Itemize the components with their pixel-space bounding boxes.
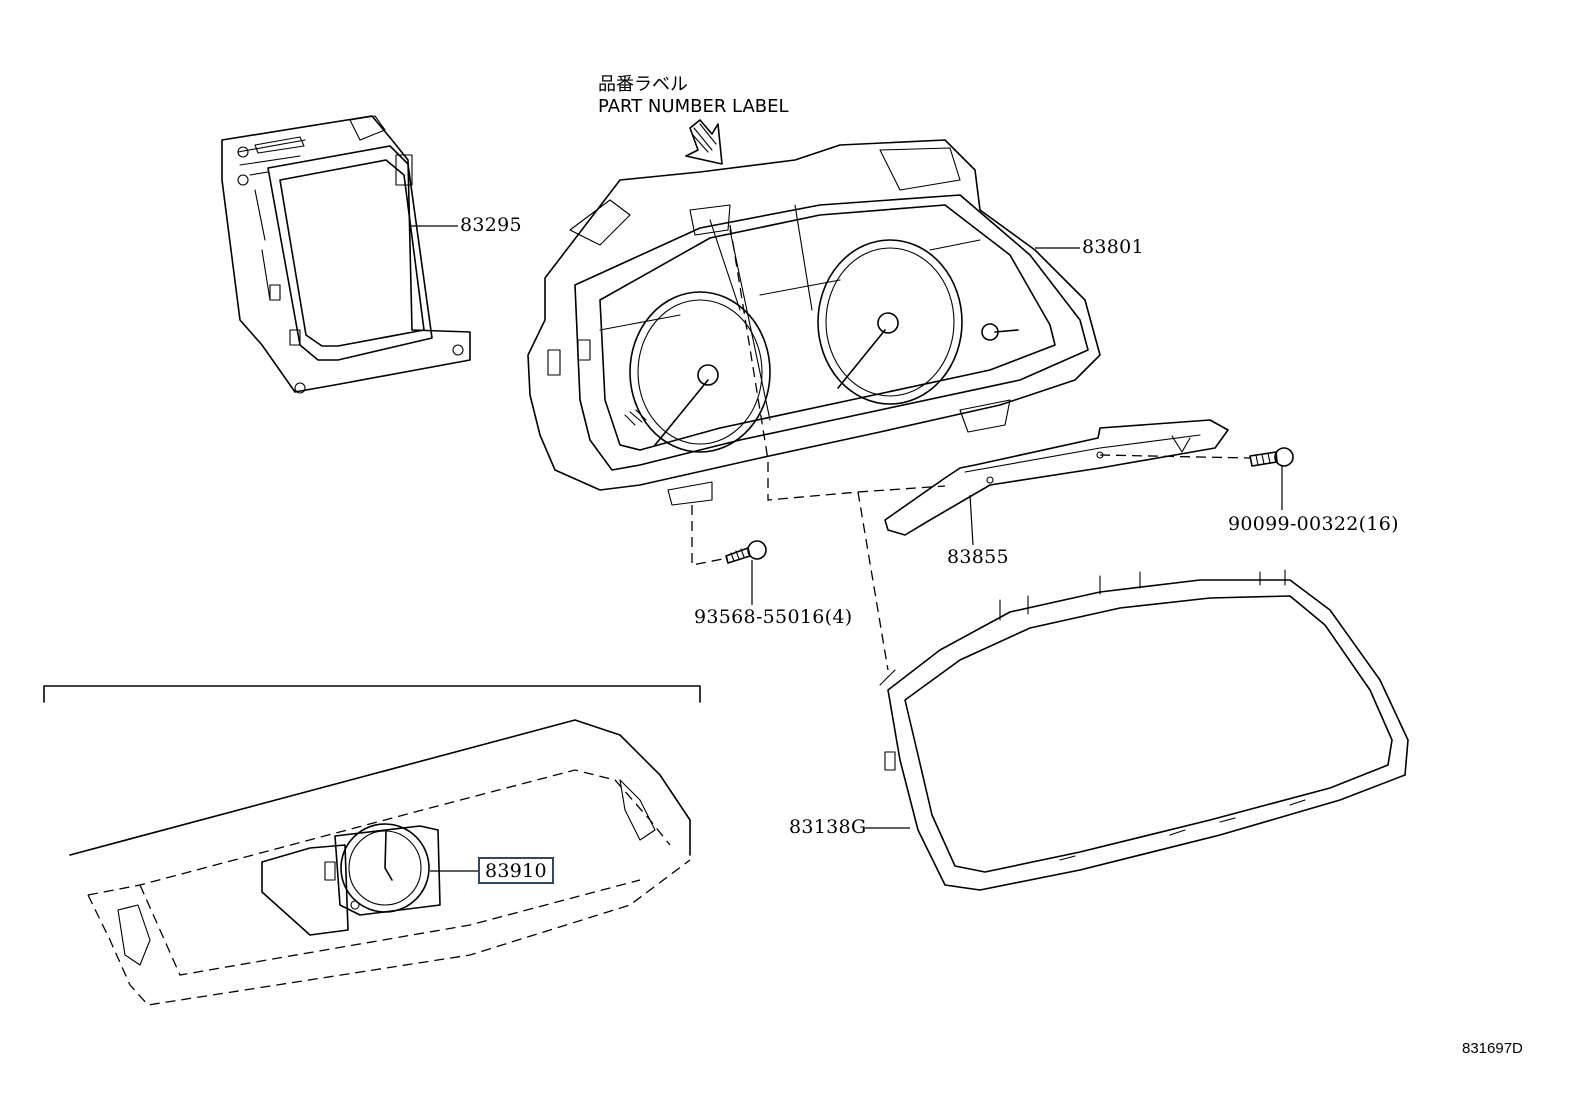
meter-glass-83138g bbox=[879, 569, 1409, 891]
down-right-arrow-icon bbox=[685, 119, 723, 165]
callout-93568-55016: 93568-55016(4) bbox=[694, 606, 853, 628]
screw-icon bbox=[1249, 447, 1294, 467]
callout-83138g: 83138G bbox=[789, 816, 867, 838]
callout-83295: 83295 bbox=[460, 214, 522, 236]
callout-83801: 83801 bbox=[1082, 236, 1144, 258]
assembly-line-bracket bbox=[857, 485, 946, 493]
callout-83855: 83855 bbox=[947, 546, 1009, 568]
display-unit-83295 bbox=[221, 115, 471, 394]
assembly-line-label bbox=[729, 224, 769, 461]
instrument-panel-inset bbox=[69, 719, 691, 1006]
combination-meter-83801 bbox=[527, 139, 1101, 506]
assembly-line-glass bbox=[767, 462, 889, 671]
leader-83855 bbox=[969, 494, 974, 546]
assembly-line-screw-right bbox=[1099, 454, 1251, 459]
inset-bracket-line bbox=[43, 685, 701, 703]
screw-icon bbox=[725, 540, 767, 564]
part-number-label-jp: 品番ラベル bbox=[598, 74, 688, 95]
bracket-83855 bbox=[884, 419, 1229, 536]
callout-83910-highlighted[interactable]: 83910 bbox=[478, 857, 554, 884]
diagram-reference-number: 831697D bbox=[1462, 1040, 1523, 1057]
assembly-line-screw-left bbox=[691, 505, 729, 566]
callout-90099-00322: 90099-00322(16) bbox=[1228, 513, 1399, 535]
part-number-label-en: PART NUMBER LABEL bbox=[598, 96, 789, 117]
